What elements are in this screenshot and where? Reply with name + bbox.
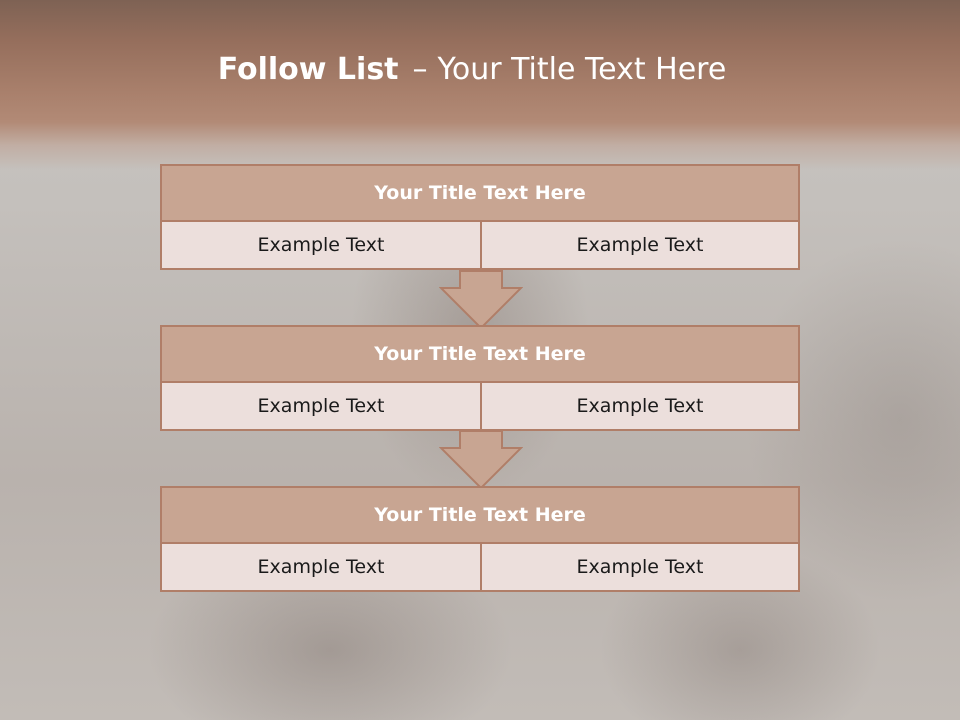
slide-title-dash: – <box>412 52 428 87</box>
slide-title-rest: Your Title Text Here <box>437 52 727 87</box>
block-cell-right: Example Text <box>480 542 800 592</box>
header-band <box>0 0 960 170</box>
block-cell-left: Example Text <box>160 220 482 270</box>
slide-title-bold: Follow List <box>217 52 399 87</box>
slide-title: Follow List–Your Title Text Here <box>0 52 944 87</box>
block-title: Your Title Text Here <box>160 325 800 383</box>
block-cell-right: Example Text <box>480 381 800 431</box>
list-block-1: Your Title Text Here Example Text Exampl… <box>160 164 800 272</box>
block-cell-left: Example Text <box>160 542 482 592</box>
block-title: Your Title Text Here <box>160 486 800 544</box>
down-arrow-icon <box>439 430 523 490</box>
down-arrow-icon <box>439 270 523 330</box>
block-cell-right: Example Text <box>480 220 800 270</box>
list-block-2: Your Title Text Here Example Text Exampl… <box>160 325 800 433</box>
block-title: Your Title Text Here <box>160 164 800 222</box>
list-block-3: Your Title Text Here Example Text Exampl… <box>160 486 800 592</box>
block-cell-left: Example Text <box>160 381 482 431</box>
